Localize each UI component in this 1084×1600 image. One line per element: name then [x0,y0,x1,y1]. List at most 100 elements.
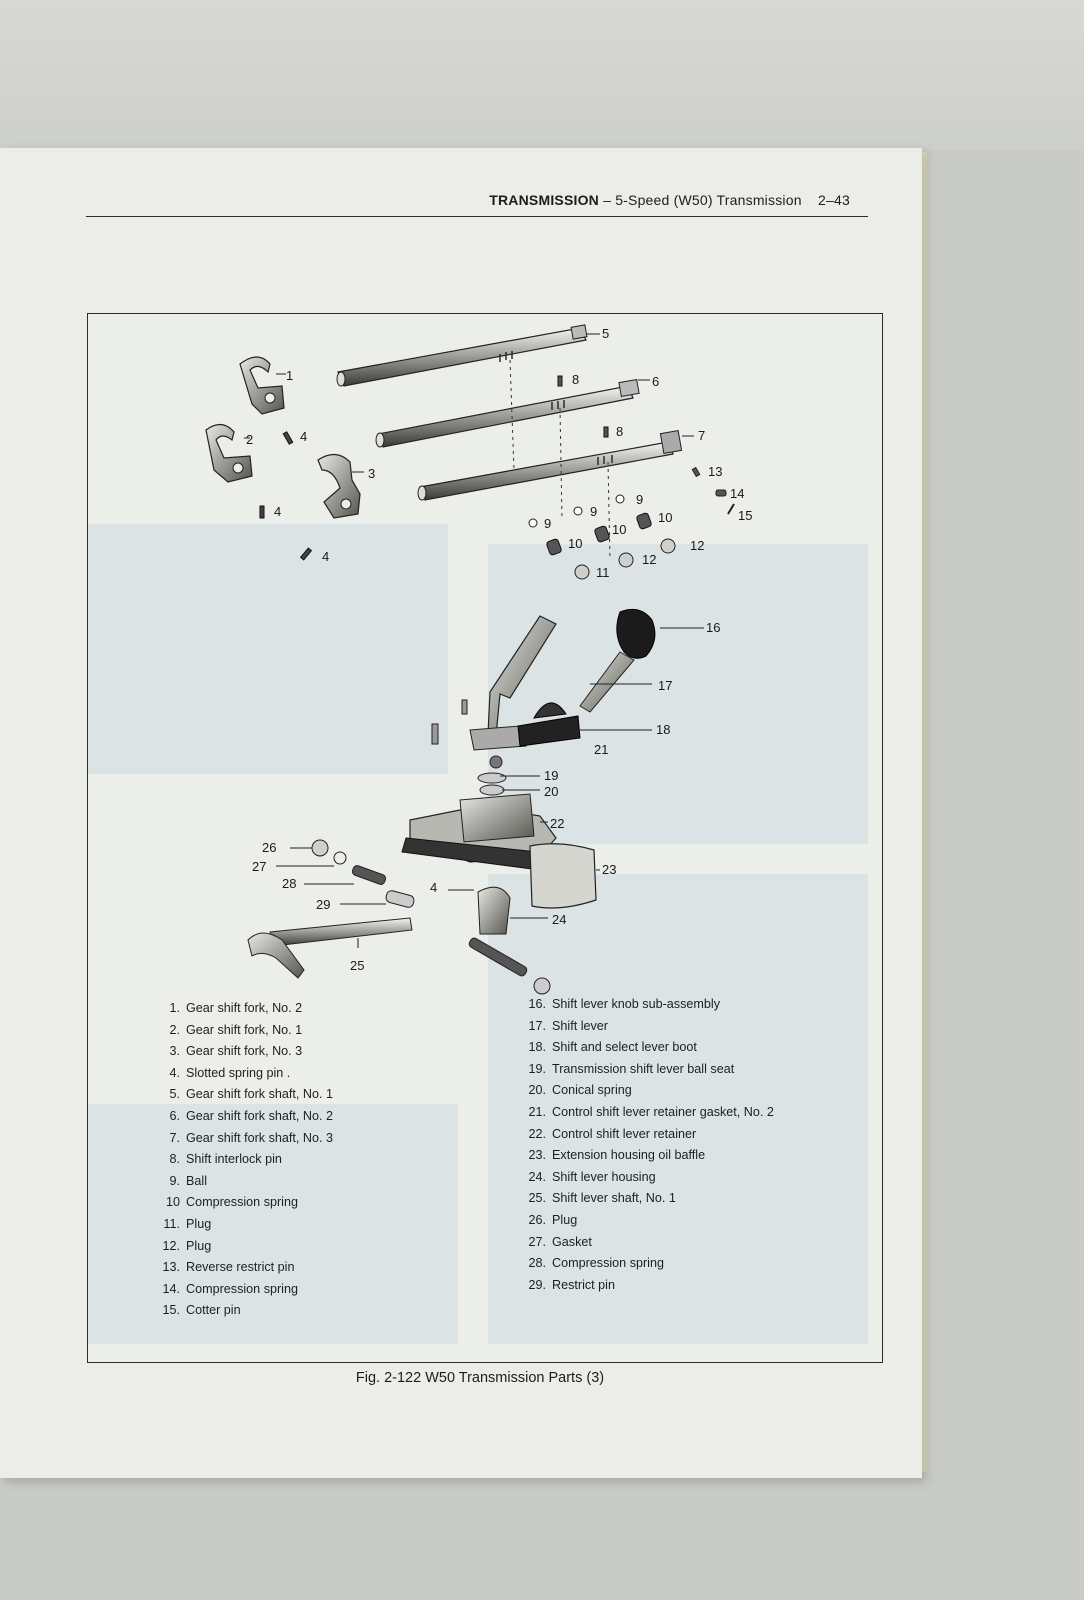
legend-item: 15.Cotter pin [154,1300,333,1322]
legend-item-number: 3. [169,1044,180,1059]
legend-item-text: Conical spring [552,1083,632,1098]
callout-3: 3 [368,466,375,481]
legend-item-number: 23. [528,1148,546,1163]
legend-item-text: Gear shift fork, No. 3 [186,1044,303,1059]
callout-19: 19 [544,768,558,783]
plugs [574,538,676,580]
legend-item-text: Gear shift fork shaft, No. 3 [186,1130,333,1145]
legend-item-number: 15. [162,1303,180,1318]
reverse-restrict-pin-spring-cotter [691,466,735,515]
callout-4: 4 [300,429,307,444]
shift-lever-boot [517,702,581,747]
legend-item-number: 26. [528,1212,546,1227]
legend-item-text: Shift lever shaft, No. 1 [552,1191,676,1206]
legend-item: 9.Ball [154,1171,333,1193]
legend-item-text: Gear shift fork, No. 1 [186,1022,303,1037]
legend-item-text: Gear shift fork shaft, No. 1 [186,1087,333,1102]
legend-item-number: 25. [528,1191,546,1206]
legend-item: 16.Shift lever knob sub-assembly [520,994,774,1016]
callout-1: 1 [286,368,293,383]
legend-item: 21.Control shift lever retainer gasket, … [520,1102,774,1124]
background-surface [0,0,1084,150]
legend-item: 24. Shift lever housing [520,1167,774,1189]
legend-item-text: Plug [186,1238,212,1253]
callout-15: 15 [738,508,752,523]
callout-26: 26 [262,840,276,855]
callout-21: 21 [594,742,608,757]
legend-item: 23.Extension housing oil baffle [520,1145,774,1167]
legend-item-number: 6. [169,1108,180,1123]
legend-item-text: Plug [552,1212,578,1227]
callout-4: 4 [430,880,437,895]
legend-item-number: 9. [169,1173,180,1188]
callout-24: 24 [552,912,566,927]
callout-16: 16 [706,620,720,635]
legend-item: 7.Gear shift fork shaft, No. 3 [154,1128,333,1150]
callout-22: 22 [550,816,564,831]
compression-springs [546,512,652,556]
legend-item: 28.Compression spring [520,1253,774,1275]
callout-14: 14 [730,486,744,501]
slotted-spring-pins [259,431,313,561]
legend-item-text: Gasket [552,1234,592,1249]
shift-lever-knob [616,608,656,659]
legend-item-number: 14. [162,1281,180,1296]
legend-item: 1.Gear shift fork, No. 2 [154,998,333,1020]
callout-10: 10 [658,510,672,525]
bleed-through-shade [488,544,868,844]
lever-retainer-and-housing [401,699,597,935]
legend-item: 27. Gasket [520,1232,774,1254]
legend-item-text: Reverse restrict pin [186,1260,295,1275]
callout-8: 8 [572,372,579,387]
callout-9: 9 [544,516,551,531]
gear-shift-fork-shaft-no1 [336,324,588,387]
page-number: 2–43 [818,192,850,208]
legend-item-number: 24. [528,1169,546,1184]
header-text: TRANSMISSION – 5-Speed (W50) Transmissio… [489,192,850,208]
callout-6: 6 [652,374,659,389]
legend-item: 18.Shift and select lever boot [520,1037,774,1059]
legend-item-number: 17. [528,1018,546,1033]
legend-item-number: 16. [528,997,546,1011]
legend-item: 26. Plug [520,1210,774,1232]
legend-item-text: Gear shift fork shaft, No. 2 [186,1108,333,1123]
callout-13: 13 [708,464,722,479]
callout-9: 9 [590,504,597,519]
shift-lever-extension [579,651,635,713]
gear-shift-fork-no3 [317,453,361,519]
header-separator: – [603,192,612,208]
legend-item: 22.Control shift lever retainer [520,1124,774,1146]
legend-item-text: Shift lever [552,1018,608,1033]
legend-item-text: Shift lever housing [552,1169,656,1184]
legend-item-number: 27. [528,1234,546,1249]
callout-10: 10 [612,522,626,537]
legend-item-number: 19. [528,1061,546,1076]
callout-5: 5 [602,326,609,341]
legend-item: 12. Plug [154,1236,333,1258]
legend-item-text: Compression spring [186,1281,298,1296]
legend-item: 25. Shift lever shaft, No. 1 [520,1188,774,1210]
callout-20: 20 [544,784,558,799]
callout-4: 4 [322,549,329,564]
callout-12: 12 [690,538,704,553]
callout-18: 18 [656,722,670,737]
parts-legend-right: 16.Shift lever knob sub-assembly 17. Shift… [520,994,774,1296]
legend-item-text: Compression spring [552,1256,664,1271]
legend-item: 13.Reverse restrict pin [154,1257,333,1279]
legend-item-number: 22. [528,1126,546,1141]
plug-gasket-spring-restrict-pin [311,839,551,995]
header-subsection: 5-Speed (W50) Transmission [615,192,802,208]
legend-item-number: 10 [165,1195,180,1210]
gear-shift-fork-shaft-no2 [375,378,640,448]
legend-item-number: 5. [169,1087,180,1102]
legend-item-text: Shift and select lever boot [552,1040,697,1055]
legend-item-number: 1. [169,1001,180,1015]
callout-12: 12 [642,552,656,567]
ball-seat-and-conical-spring [477,772,507,796]
legend-item-text: Control shift lever retainer gasket, No.… [552,1104,774,1119]
legend-item-number: 8. [169,1152,180,1167]
legend-item-number: 12. [162,1238,180,1253]
callout-2: 2 [246,432,253,447]
callout-labels: 1 2 4 3 4 4 5 8 6 8 7 13 14 15 9 9 9 10 … [246,326,752,973]
legend-item-text: Shift interlock pin [186,1152,282,1167]
